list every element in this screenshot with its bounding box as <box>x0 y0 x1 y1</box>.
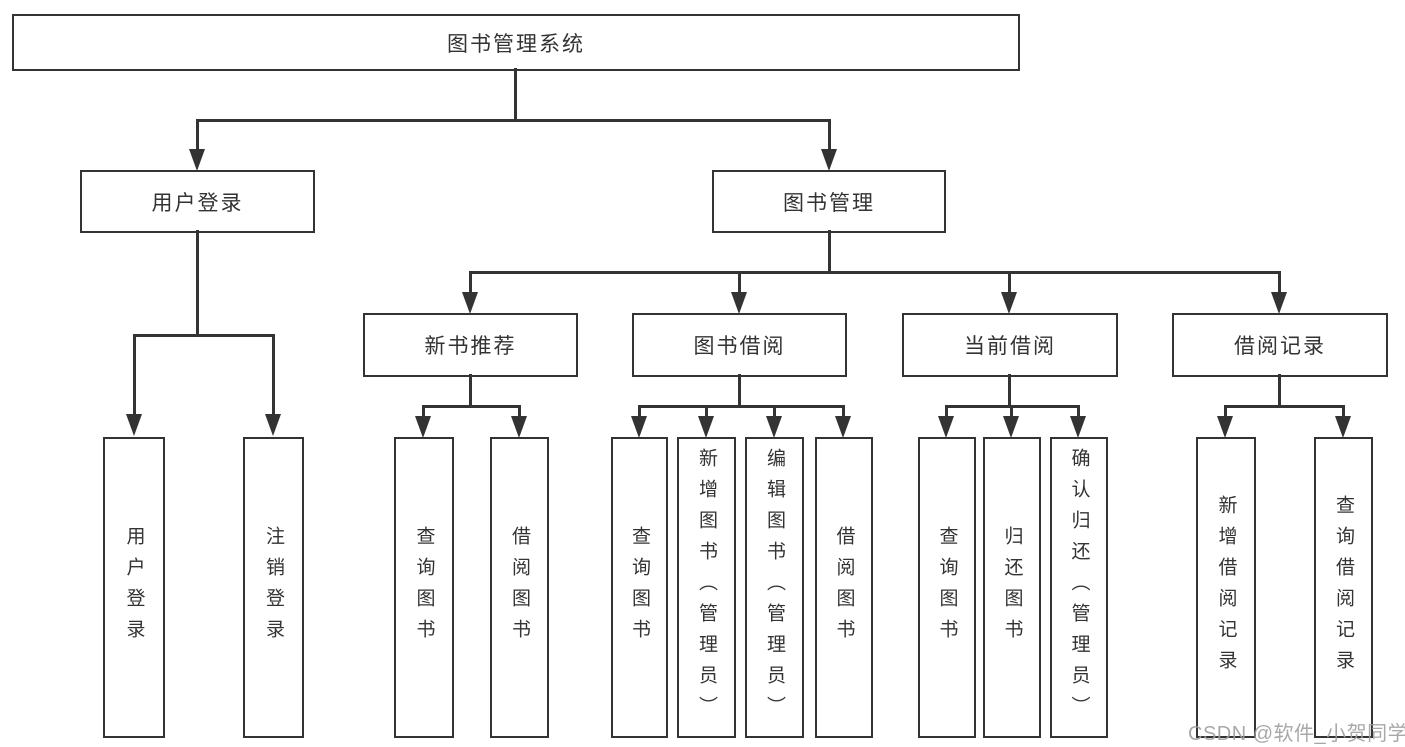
arrowhead-down-icon <box>1003 416 1019 438</box>
leaf-query-books-recommend: 查询图书 <box>394 437 454 738</box>
arrowhead-down-icon <box>821 149 837 171</box>
connector-line <box>272 334 275 418</box>
leaf-edit-book-admin-label: 编辑图书（管理员） <box>764 448 785 727</box>
connector-line <box>469 271 472 295</box>
connector-line <box>133 334 136 418</box>
node-root-label: 图书管理系统 <box>447 32 585 56</box>
connector-line <box>422 405 521 408</box>
leaf-add-borrow-record: 新增借阅记录 <box>1196 437 1256 738</box>
leaf-user-login-label: 用户登录 <box>123 525 145 650</box>
connector-line <box>1342 405 1345 419</box>
arrowhead-down-icon <box>265 414 281 436</box>
node-new-book-recommend-label: 新书推荐 <box>424 335 517 358</box>
leaf-query-borrow-record: 查询借阅记录 <box>1314 437 1373 738</box>
node-new-book-recommend: 新书推荐 <box>363 313 578 377</box>
connector-line <box>514 68 517 122</box>
arrowhead-down-icon <box>415 416 431 438</box>
connector-line <box>1278 374 1281 408</box>
connector-line <box>738 374 741 408</box>
leaf-query-books-current-label: 查询图书 <box>936 525 958 650</box>
connector-line <box>1077 405 1080 419</box>
leaf-logout: 注销登录 <box>243 437 304 738</box>
leaf-query-books-current: 查询图书 <box>918 437 976 738</box>
connector-line <box>518 405 521 419</box>
leaf-add-book-admin: 新增图书（管理员） <box>677 437 736 738</box>
arrowhead-down-icon <box>938 416 954 438</box>
leaf-user-login: 用户登录 <box>103 437 165 738</box>
arrowhead-down-icon <box>126 414 142 436</box>
leaf-logout-label: 注销登录 <box>263 525 284 650</box>
node-book-management-label: 图书管理 <box>783 191 875 215</box>
connector-line <box>945 405 948 419</box>
connector-line <box>196 119 831 122</box>
node-user-login-label: 用户登录 <box>151 191 244 215</box>
arrowhead-down-icon <box>1001 292 1017 314</box>
connector-line <box>828 230 831 274</box>
connector-line <box>469 374 472 408</box>
leaf-edit-book-admin: 编辑图书（管理员） <box>745 437 804 738</box>
leaf-add-borrow-record-label: 新增借阅记录 <box>1215 494 1237 681</box>
connector-line <box>1010 405 1013 419</box>
arrowhead-down-icon <box>1271 292 1287 314</box>
leaf-borrow-books-label: 借阅图书 <box>833 525 855 650</box>
node-book-borrow: 图书借阅 <box>632 313 847 377</box>
connector-line <box>133 334 275 337</box>
connector-line <box>1008 271 1011 295</box>
arrowhead-down-icon <box>189 149 205 171</box>
node-user-login: 用户登录 <box>80 170 315 233</box>
connector-line <box>196 230 199 336</box>
arrowhead-down-icon <box>1070 416 1086 438</box>
arrowhead-down-icon <box>462 292 478 314</box>
connector-line <box>828 119 831 151</box>
arrowhead-down-icon <box>1217 416 1233 438</box>
arrowhead-down-icon <box>698 416 714 438</box>
leaf-confirm-return-admin: 确认归还（管理员） <box>1050 437 1108 738</box>
connector-line <box>469 271 1281 274</box>
arrowhead-down-icon <box>731 292 747 314</box>
connector-line <box>1224 405 1344 408</box>
connector-line <box>773 405 776 419</box>
leaf-borrow-books-recommend: 借阅图书 <box>490 437 549 738</box>
leaf-confirm-return-admin-label: 确认归还（管理员） <box>1068 448 1090 727</box>
node-current-borrow: 当前借阅 <box>902 313 1118 377</box>
connector-line <box>842 405 845 419</box>
leaf-query-borrow-record-label: 查询借阅记录 <box>1333 494 1354 681</box>
leaf-return-book-label: 归还图书 <box>1001 525 1023 650</box>
connector-line <box>1008 374 1011 408</box>
connector-line <box>422 405 425 419</box>
connector-line <box>196 119 199 151</box>
leaf-borrow-books: 借阅图书 <box>815 437 873 738</box>
connector-line <box>1278 271 1281 295</box>
leaf-query-books-borrow: 查询图书 <box>611 437 668 738</box>
leaf-borrow-books-recommend-label: 借阅图书 <box>509 525 530 650</box>
connector-line <box>945 405 1080 408</box>
node-borrow-records: 借阅记录 <box>1172 313 1388 377</box>
connector-line <box>705 405 708 419</box>
connector-line <box>738 271 741 295</box>
arrowhead-down-icon <box>511 416 527 438</box>
leaf-query-books-recommend-label: 查询图书 <box>413 525 435 650</box>
connector-line <box>638 405 641 419</box>
node-book-borrow-label: 图书借阅 <box>693 335 786 358</box>
leaf-return-book: 归还图书 <box>983 437 1041 738</box>
watermark: CSDN @软件_小贺同学 <box>1188 723 1405 745</box>
connector-line <box>638 405 845 408</box>
arrowhead-down-icon <box>1335 416 1351 438</box>
leaf-query-books-borrow-label: 查询图书 <box>629 525 650 650</box>
connector-line <box>1224 405 1227 419</box>
node-root: 图书管理系统 <box>12 14 1020 71</box>
arrowhead-down-icon <box>631 416 647 438</box>
arrowhead-down-icon <box>766 416 782 438</box>
node-current-borrow-label: 当前借阅 <box>964 335 1056 358</box>
arrowhead-down-icon <box>835 416 851 438</box>
node-borrow-records-label: 借阅记录 <box>1234 335 1326 358</box>
leaf-add-book-admin-label: 新增图书（管理员） <box>696 448 717 727</box>
node-book-management: 图书管理 <box>712 170 946 233</box>
